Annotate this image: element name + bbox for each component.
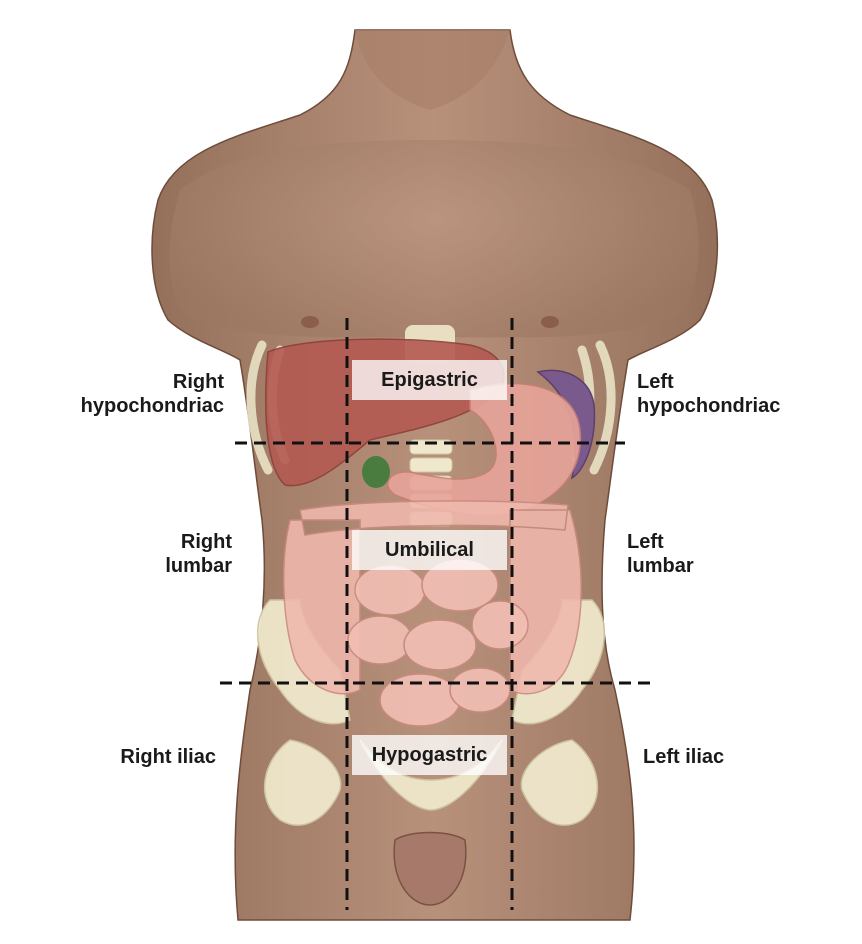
label-epigastric: Epigastric [352, 360, 507, 400]
label-left-iliac: Left iliac [643, 746, 725, 768]
nipple-right [301, 316, 319, 328]
label-text-line: Right [180, 531, 232, 553]
label-right-hypochondriac: Right hypochondriac [81, 370, 224, 418]
label-umbilical: Umbilical [352, 530, 507, 570]
label-right-iliac: Right iliac [120, 746, 216, 768]
intestines-icon [347, 558, 529, 727]
label-text-line: Left [637, 371, 674, 393]
region-divider-lines [220, 318, 650, 910]
label-left-lumbar: Left lumbar [627, 530, 694, 578]
gallbladder-icon [362, 456, 390, 488]
nipple-left [541, 316, 559, 328]
label-text-line: hypochondriac [80, 395, 224, 417]
label-text-line: Left [627, 531, 664, 553]
label-text-line: lumbar [165, 555, 232, 577]
label-text-line: Right [172, 371, 224, 393]
neck [355, 30, 510, 110]
chest-area [169, 140, 699, 338]
label-text-line: hypochondriac [637, 395, 781, 417]
genital-area [393, 831, 467, 906]
label-left-hypochondriac: Left hypochondriac [637, 370, 780, 418]
label-hypogastric: Hypogastric [352, 735, 507, 775]
label-right-lumbar: Right lumbar [165, 530, 232, 578]
label-text-line: lumbar [627, 555, 694, 577]
